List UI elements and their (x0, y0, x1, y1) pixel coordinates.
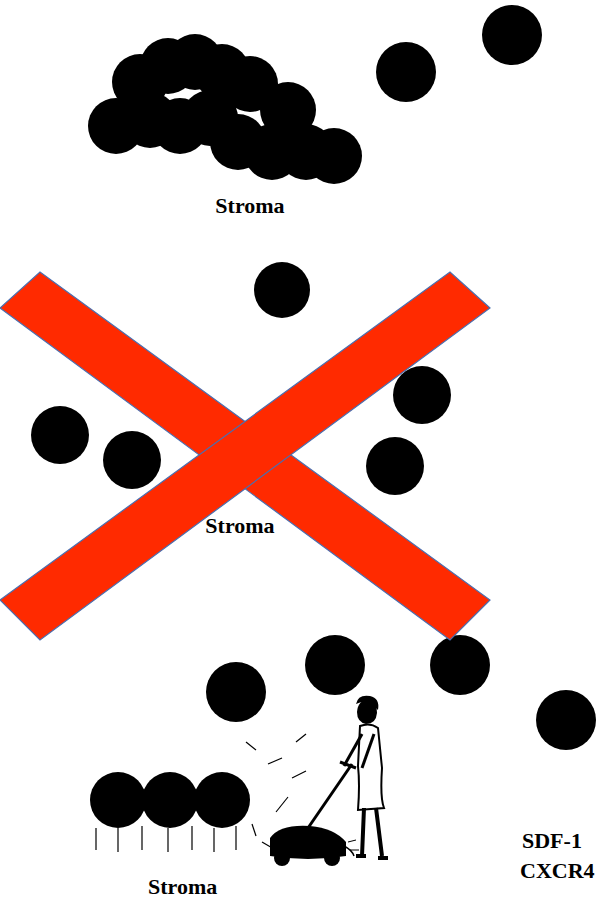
cell (142, 772, 198, 828)
stroma-label: Stroma (215, 193, 284, 218)
cell (254, 262, 310, 318)
stroma-band: Stroma (115, 350, 365, 590)
cross-bar (0, 272, 490, 640)
red-cross (0, 272, 490, 640)
cell (31, 406, 89, 464)
diagram-label: CXCR4 (520, 858, 595, 883)
stroma-shape (115, 350, 365, 590)
cell (376, 42, 436, 102)
cell (482, 5, 542, 65)
diagram-label: Stroma (148, 874, 217, 899)
cell (194, 772, 250, 828)
cell (103, 431, 161, 489)
cross-bar (0, 272, 490, 640)
cell (393, 366, 451, 424)
lawn-mower-woman (270, 696, 388, 866)
stroma-label: Stroma (205, 513, 274, 538)
stroma-outline (100, 180, 400, 232)
cell (536, 690, 596, 750)
grass-stalks (96, 824, 256, 852)
cell (430, 635, 490, 695)
stroma-band: Stroma (100, 178, 400, 234)
diagram-label: SDF-1 (522, 828, 582, 853)
cell (366, 437, 424, 495)
cell (90, 772, 146, 828)
stroma-outline (115, 352, 365, 588)
cell (206, 662, 266, 722)
cell (305, 635, 365, 695)
cell (306, 128, 362, 184)
